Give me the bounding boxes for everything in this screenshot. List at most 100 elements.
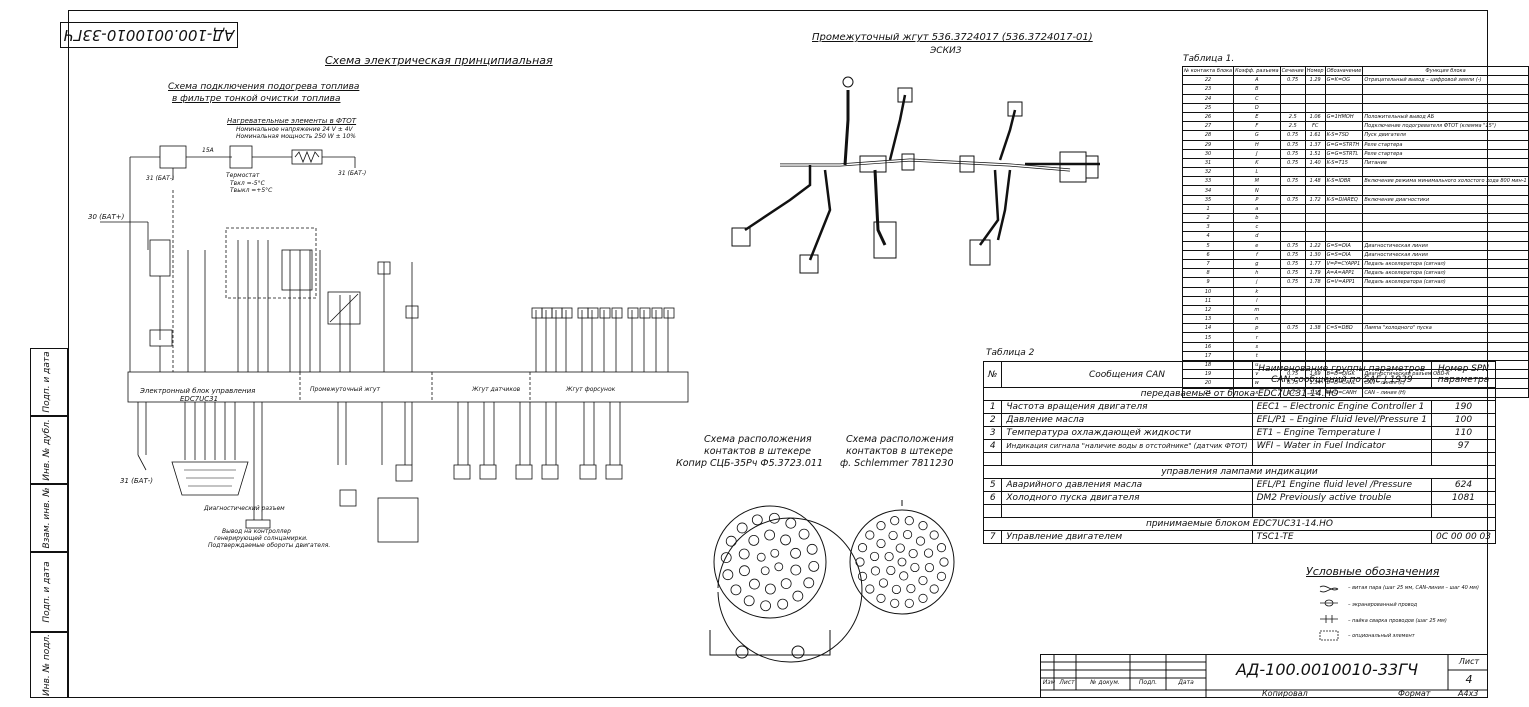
t1-cell	[1279, 203, 1306, 215]
connector-pin	[768, 512, 780, 524]
t1-cell: 27	[1181, 121, 1235, 132]
t1-cell: p	[1233, 323, 1281, 334]
connector-pin	[730, 584, 742, 596]
t1-cell: F	[1233, 121, 1281, 132]
t1-cell: K-S=DIAREQ	[1324, 194, 1364, 205]
table2-title: Таблица 2	[986, 348, 1035, 358]
t1-cell: 1.29	[1304, 75, 1326, 86]
connector-pin	[808, 560, 820, 572]
connector-pin	[904, 598, 914, 608]
t1-cell: 9	[1181, 277, 1235, 288]
t1-cell: Включение режима минимального холостого …	[1362, 176, 1529, 187]
t1-cell: 16	[1181, 341, 1235, 352]
connector-pin	[878, 578, 889, 588]
t1-cell: 10	[1181, 286, 1235, 297]
connector-pin	[774, 562, 784, 572]
t1-cell: Диагностическая линия	[1362, 240, 1529, 251]
diag-connector-label: Диагностический разъем	[204, 505, 285, 512]
thermistor	[339, 489, 357, 507]
t1-cell: J	[1233, 148, 1281, 159]
side-box-dup: Инв. № дубл.	[30, 416, 68, 484]
t2-head-spn: Номер SPN параметра	[1431, 361, 1496, 388]
t1-cell: 3	[1181, 222, 1235, 233]
connector-pin	[780, 578, 792, 590]
connector-a-line-3: Копир СЦБ-35Рч Ф5.3723.011	[676, 458, 823, 469]
t1-cell	[1324, 84, 1364, 95]
t1-cell: B	[1233, 84, 1281, 95]
t1-cell: 1.72	[1304, 194, 1326, 205]
t1-cell: E	[1233, 111, 1281, 123]
t1-cell	[1304, 84, 1326, 95]
connector-pin	[929, 584, 939, 594]
connector-pin	[886, 565, 896, 576]
heater-power: Номинальная мощность 250 W ± 10%	[236, 133, 356, 140]
t1-cell	[1279, 84, 1306, 95]
thermostat-symbol	[229, 145, 253, 169]
tb-copied: Копировал	[1262, 689, 1308, 698]
battery-minus-label-1: 31 (БАТ-)	[146, 175, 175, 182]
t2-head-group: Наименование группы параметров CAN-сообщ…	[1251, 361, 1433, 388]
connector-pin	[891, 584, 902, 595]
tb-col-date: Дата	[1178, 679, 1194, 686]
schematic-title: Схема электрическая принципиальная	[325, 54, 553, 67]
t1-cell: 25	[1181, 102, 1235, 113]
t1-cell	[1362, 84, 1529, 95]
t1-cell	[1279, 185, 1306, 196]
connector-pin	[777, 598, 789, 610]
t1-cell	[1304, 93, 1326, 104]
t1-cell	[1304, 314, 1326, 325]
t1-cell: 1.38	[1304, 323, 1326, 334]
t1-cell: 2.5	[1279, 121, 1306, 132]
t1-cell	[1279, 102, 1306, 113]
t1-cell: Подключение подогревателя ФТОТ (клемма "…	[1362, 121, 1529, 132]
t1-cell	[1324, 102, 1364, 113]
t1-cell	[1362, 304, 1529, 316]
connector-pin	[870, 566, 881, 576]
connector-pin	[918, 521, 928, 531]
t1-cell	[1279, 295, 1306, 306]
t1-cell: 12	[1181, 304, 1235, 316]
t1-cell: Пуск двигателя	[1362, 130, 1529, 141]
t1-cell: L	[1233, 167, 1281, 178]
connector-pin	[918, 593, 928, 603]
upper-wires	[187, 240, 669, 372]
t1-cell	[1324, 212, 1364, 224]
t1-cell: Педаль акселератора (сигнал)	[1362, 258, 1529, 270]
side-box-sign-date-2: Подп. и дата	[30, 552, 68, 632]
t1-cell: m	[1233, 304, 1281, 316]
legend-item-solder: – пайка сварка проводов (шаг 25 мм)	[1348, 618, 1447, 624]
table2: № Сообщения CAN Наименование группы пара…	[982, 361, 1496, 544]
t1-cell	[1362, 102, 1529, 113]
connector-pin	[725, 535, 737, 547]
t1-cell: 17	[1181, 350, 1235, 362]
connector-pin	[720, 552, 732, 564]
connector-pinouts	[709, 500, 955, 663]
round-connector	[1059, 151, 1087, 183]
t1-cell	[1304, 203, 1326, 215]
connector-pin	[876, 521, 886, 531]
t1-cell: H	[1233, 139, 1281, 150]
connector-pin	[790, 547, 801, 559]
note-line-2: генерирующей солнцамирки.	[214, 535, 308, 542]
t1-cell: 2.5	[1279, 111, 1306, 123]
t1-cell	[1362, 203, 1529, 215]
t1-cell	[1304, 304, 1326, 316]
t1-cell	[1304, 212, 1326, 224]
heater-subtitle-1: Схема подключения подогрева топлива	[168, 82, 360, 92]
t1-cell: Включение диагностики	[1362, 194, 1529, 205]
connector-pin	[743, 595, 755, 607]
title-block	[1040, 654, 1488, 698]
connector-pin	[764, 529, 776, 541]
t1-cell	[1324, 93, 1364, 104]
t1-cell: 0.75	[1279, 249, 1306, 260]
